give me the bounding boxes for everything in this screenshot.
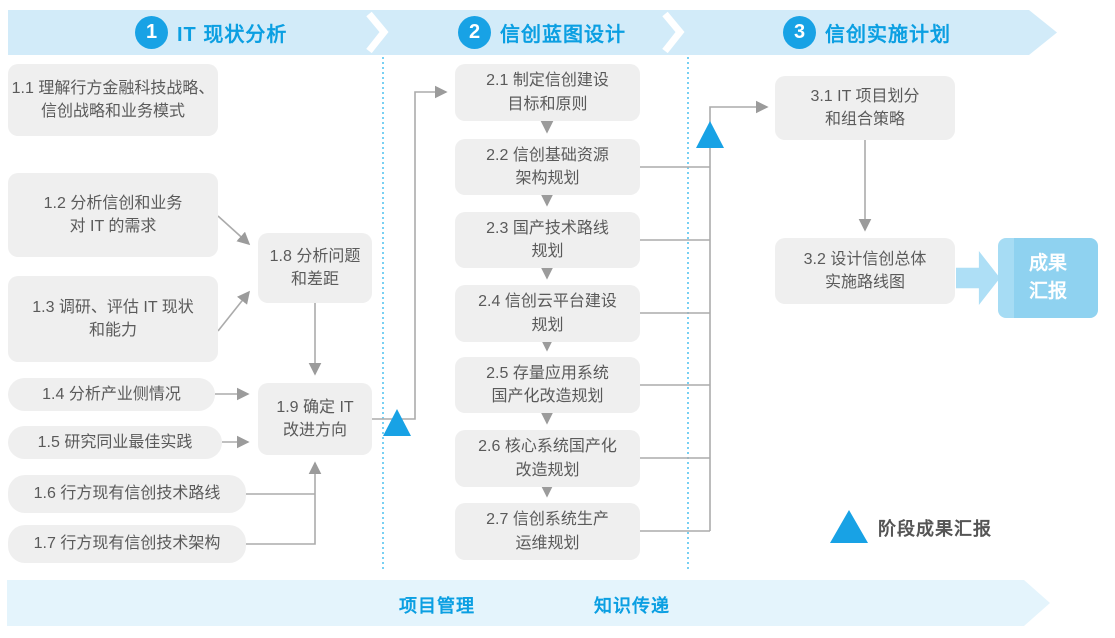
connector-1-9-to-2-1 — [372, 85, 448, 420]
step-box-1-4: 1.4 分析产业侧情况 — [8, 378, 215, 411]
phase-1-number-badge: 1 — [135, 16, 168, 49]
phase-2-title: 信创蓝图设计 — [500, 24, 626, 46]
phase-2-number-badge: 2 — [458, 16, 491, 49]
step-box-2-5: 2.5 存量应用系统 国产化改造规划 — [455, 357, 640, 413]
step-box-2-6: 2.6 核心系统国产化 改造规划 — [455, 430, 640, 487]
legend-triangle-icon — [830, 510, 868, 543]
step-box-1-7: 1.7 行方现有信创技术架构 — [8, 525, 246, 563]
step-box-2-4: 2.4 信创云平台建设 规划 — [455, 285, 640, 342]
footer-banner — [7, 580, 1050, 626]
legend-label: 阶段成果汇报 — [878, 519, 992, 539]
step-box-1-8: 1.8 分析问题 和差距 — [258, 233, 372, 303]
step-box-1-3: 1.3 调研、评估 IT 现状 和能力 — [8, 276, 218, 362]
connector-1-7-to-1-9 — [246, 461, 322, 545]
result-arrow-icon — [956, 251, 1000, 305]
step-box-1-1: 1.1 理解行方金融科技战略、 信创战略和业务模式 — [8, 64, 218, 136]
connector-1-2-to-1-8 — [217, 215, 251, 246]
connector-collector-to-3-1 — [709, 100, 769, 531]
milestone-triangle-phase1-icon — [383, 409, 411, 436]
step-box-1-2: 1.2 分析信创和业务 对 IT 的需求 — [8, 173, 218, 257]
step-box-2-3: 2.3 国产技术路线 规划 — [455, 212, 640, 268]
milestone-triangle-phase2-icon — [696, 121, 724, 148]
step-box-1-5: 1.5 研究同业最佳实践 — [8, 426, 222, 459]
step-box-3-2: 3.2 设计信创总体 实施路线图 — [775, 238, 955, 304]
connector-1-3-to-1-8 — [217, 290, 250, 332]
step-box-1-6: 1.6 行方现有信创技术路线 — [8, 475, 246, 513]
phase-3-header: 3 信创实施计划 — [783, 16, 951, 49]
step-box-2-7: 2.7 信创系统生产 运维规划 — [455, 503, 640, 560]
step-box-3-1: 3.1 IT 项目划分 和组合策略 — [775, 76, 955, 140]
footer-label-knowledge-transfer: 知识传递 — [594, 596, 670, 616]
phase-banner — [8, 10, 1057, 55]
legend: 阶段成果汇报 — [830, 510, 992, 543]
phase-2-header: 2 信创蓝图设计 — [458, 16, 626, 49]
phase-1-title: IT 现状分析 — [177, 24, 288, 46]
phase-1-header: 1 IT 现状分析 — [135, 16, 287, 49]
step-box-2-1: 2.1 制定信创建设 目标和原则 — [455, 64, 640, 121]
phase-3-number-badge: 3 — [783, 16, 816, 49]
step-box-2-2: 2.2 信创基础资源 架构规划 — [455, 139, 640, 195]
footer-label-project-management: 项目管理 — [399, 596, 475, 616]
final-report-box: 成果 汇报 — [998, 238, 1098, 318]
step-box-1-9: 1.9 确定 IT 改进方向 — [258, 383, 372, 455]
phase-3-title: 信创实施计划 — [825, 24, 951, 46]
